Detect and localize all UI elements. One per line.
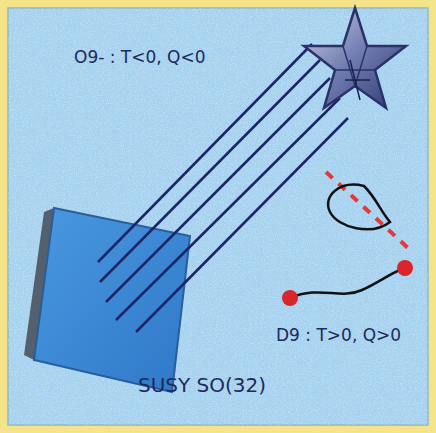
open-string [290, 268, 405, 298]
star-facets [335, 46, 375, 100]
string-line [136, 118, 348, 332]
plane-label: O9- : T<0, Q<0 [74, 48, 206, 67]
string-endpoint [397, 260, 413, 276]
closed-string [328, 185, 390, 230]
string-line [98, 44, 312, 262]
brane-label: D9 : T>0, Q>0 [276, 326, 401, 345]
gauge-group-label: SUSY SO(32) [138, 374, 266, 396]
string-line [116, 98, 340, 320]
string-line [106, 78, 330, 302]
string-endpoint [282, 290, 298, 306]
o9-plane-star [304, 8, 406, 108]
string-line [100, 60, 320, 282]
orientifold-dashed-line [326, 172, 408, 248]
facet-line [335, 69, 375, 71]
facet-line [345, 60, 370, 100]
background-noise [8, 8, 428, 425]
background-panel [8, 8, 428, 425]
open-strings [98, 44, 348, 332]
